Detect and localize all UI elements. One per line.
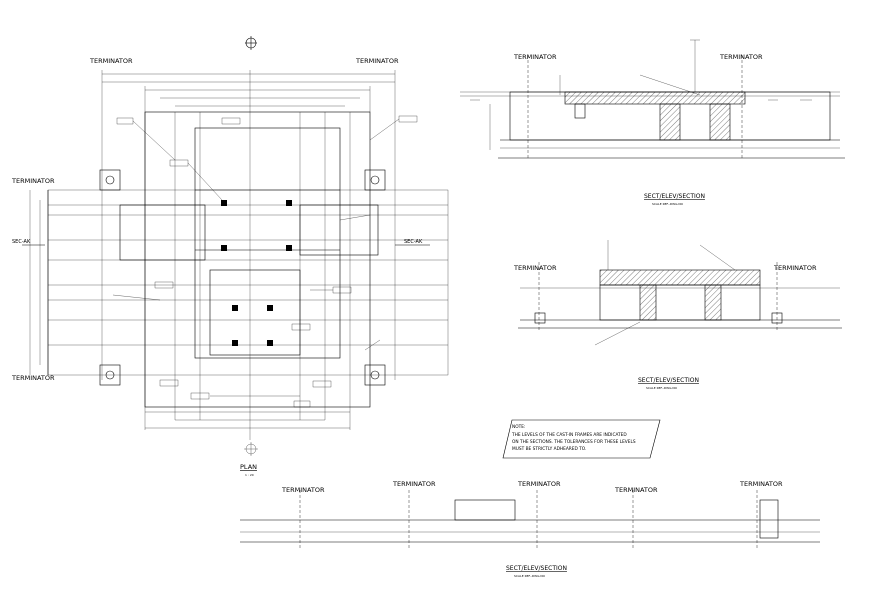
section-bottom-terminator-5: TERMINATOR [739,480,783,488]
plan-scale: 1 : 20 [245,473,254,477]
plan-terminator-bottom-left: TERMINATOR [11,374,55,382]
section-mid-terminator-left: TERMINATOR [513,264,557,272]
section-mid-scale: SCALE REF.-DWG.NO [646,386,678,390]
plan-view: TERMINATOR TERMINATOR TERMINATOR TERMINA… [11,36,449,477]
section-bottom-view: TERMINATOR TERMINATOR TERMINATOR TERMINA… [240,480,820,578]
section-top-view: TERMINATOR TERMINATOR SECT/ELEV/SECTION … [460,39,845,206]
section-top-scale: SCALE REF.-DWG.NO [652,202,684,206]
plan-section-mark-right: SEC-AK [404,239,423,245]
section-mid-terminator-right: TERMINATOR [773,264,817,272]
plan-title: PLAN [240,463,257,471]
section-mid-title: SECT/ELEV/SECTION [638,377,699,384]
section-top-terminator-right: TERMINATOR [719,53,763,61]
plan-terminator-top-right: TERMINATOR [355,57,399,65]
section-bottom-terminator-1: TERMINATOR [281,486,325,494]
note-heading: NOTE: [512,424,525,430]
plan-section-mark-left: SEC-AK [12,239,31,245]
note-line-3: MUST BE STRICTLY ADHEARED TO. [512,446,586,452]
note-line-2: ON THE SECTIONS. THE TOLERANCES FOR THES… [512,439,636,445]
section-top-terminator-left: TERMINATOR [513,53,557,61]
section-bottom-terminator-2: TERMINATOR [392,480,436,488]
section-top-title: SECT/ELEV/SECTION [644,193,705,200]
section-bottom-scale: SCALE REF.-DWG.NO [514,574,546,578]
section-mid-view: TERMINATOR TERMINATOR SECT/ELEV/SECTION … [513,240,842,390]
plan-terminator-mid-left: TERMINATOR [11,177,55,185]
note-line-1: THE LEVELS OF THE CAST-IN FRAMES ARE IND… [511,432,627,438]
north-arrow-icon [245,36,257,50]
section-bottom-terminator-4: TERMINATOR [614,486,658,494]
note-box: NOTE: THE LEVELS OF THE CAST-IN FRAMES A… [502,419,661,459]
section-bottom-title: SECT/ELEV/SECTION [506,565,567,572]
plan-terminator-top-left: TERMINATOR [89,57,133,65]
section-bottom-terminator-3: TERMINATOR [517,480,561,488]
